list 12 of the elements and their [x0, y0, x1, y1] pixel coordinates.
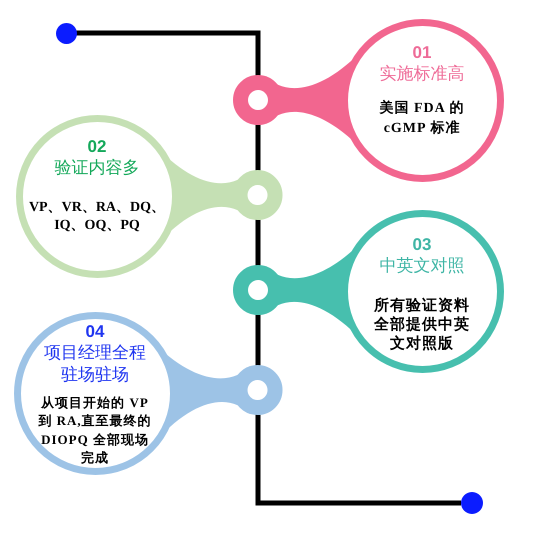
step-description: 从项目开始的 VP 到 RA,直至最终的 DIOPQ 全部现场完成: [37, 394, 153, 467]
step-title: 项目经理全程驻场驻场: [43, 342, 147, 386]
step-title: 中英文对照: [378, 254, 466, 276]
step-number: 03: [412, 234, 432, 254]
step-number: 02: [88, 136, 106, 156]
step-description: VP、VR、RA、DQ、IQ、OQ、PQ: [28, 198, 166, 234]
step-title: 验证内容多: [54, 156, 140, 178]
step-title: 实施标准高: [378, 62, 466, 84]
step-description: 美国 FDA 的 cGMP 标准: [378, 98, 466, 138]
step-number: 01: [412, 42, 432, 62]
step-number: 04: [86, 322, 104, 342]
step-description: 所有验证资料全部提供中英文对照版: [372, 296, 471, 354]
